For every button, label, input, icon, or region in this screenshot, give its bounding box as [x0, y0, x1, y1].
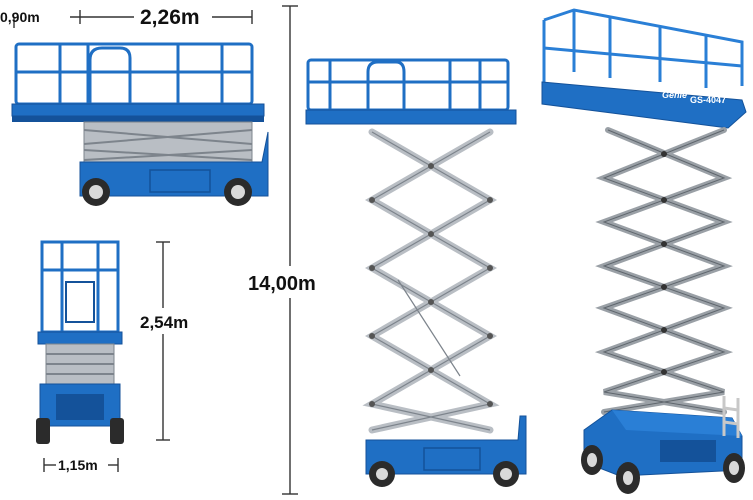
machine-width-dimension: 1,15m: [43, 457, 119, 473]
extension-width-label: 0,90m: [0, 9, 40, 25]
extended-scissor-arms: [362, 128, 500, 434]
wheel-rear: [224, 178, 252, 206]
machine-model-label: GS-4047: [690, 95, 726, 105]
platform-length-label: 2,26m: [140, 6, 200, 29]
stowed-height-label: 2,54m: [140, 313, 188, 332]
elevated-machine-photo: Genie GS-4047: [541, 8, 747, 494]
wheel-front: [82, 178, 110, 206]
side-view-stowed: 0,90m 2,26m: [0, 6, 269, 206]
rear-view: 1,15m 2,54m: [36, 240, 188, 473]
stowed-height-dimension: 2,54m: [140, 241, 188, 441]
machine-width-label: 1,15m: [58, 457, 98, 473]
platform-dimension: 0,90m 2,26m: [0, 6, 253, 29]
side-view-elevated: [305, 58, 527, 487]
working-height-label: 14,00m: [248, 273, 316, 295]
machine-brand-label: Genie: [662, 90, 687, 100]
stowed-scissor-stack: [83, 121, 253, 163]
working-height-dimension: 14,00m: [248, 5, 316, 495]
